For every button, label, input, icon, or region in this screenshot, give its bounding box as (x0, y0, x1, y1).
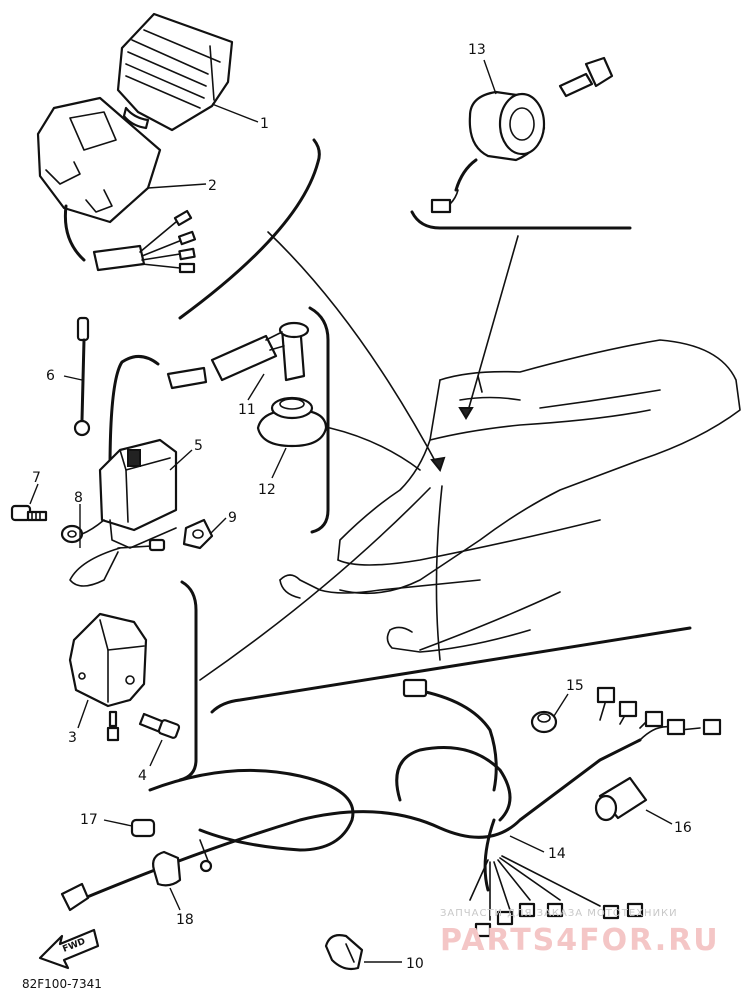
drawing-code: 82F100-7341 (22, 977, 102, 991)
callout-3: 3 (68, 730, 77, 746)
callout-1: 1 (260, 116, 269, 132)
part-8-washer (60, 519, 105, 544)
part-9-nut (182, 518, 214, 550)
part-11-plug-cap (166, 321, 310, 390)
callout-leaders (29, 59, 673, 963)
callout-6: 6 (46, 368, 55, 384)
callout-13: 13 (468, 42, 486, 58)
watermark-brand: PARTS4FOR.RU (440, 923, 720, 958)
part-16-cap (594, 776, 648, 822)
part-13-main-switch (430, 56, 614, 214)
part-17-sleeve (130, 818, 156, 838)
callout-14: 14 (548, 846, 566, 862)
callout-11: 11 (238, 402, 256, 418)
callout-16: 16 (674, 820, 692, 836)
watermark-caption: ЗАПЧАСТИ ДЛЯ ЗАКАЗА МОТОТЕХНИКИ (440, 908, 678, 919)
part-6-ground-lead (73, 316, 91, 437)
callout-18: 18 (176, 912, 194, 928)
callout-10: 10 (406, 956, 424, 972)
part-2-cdi-bracket (36, 96, 197, 274)
callout-4: 4 (138, 768, 147, 784)
callout-9: 9 (228, 510, 237, 526)
callout-8: 8 (74, 490, 83, 506)
part-4-bolt (138, 712, 181, 739)
location-arrows (199, 231, 519, 681)
part-1-cdi-unit (116, 12, 234, 132)
part-18-clamp (152, 850, 182, 887)
callout-5: 5 (194, 438, 203, 454)
part-12-grommet (256, 396, 328, 448)
part-15-grommet (530, 710, 558, 734)
group-brackets (178, 138, 692, 782)
callout-2: 2 (208, 178, 217, 194)
forward-direction-arrow: FWD (38, 928, 100, 970)
vehicle-outline (279, 339, 741, 653)
part-3-regulator (68, 612, 148, 742)
part-7-bolt (10, 504, 48, 522)
callout-7: 7 (32, 470, 41, 486)
part-5-ignition-coil (69, 355, 178, 587)
callout-15: 15 (566, 678, 584, 694)
callout-12: 12 (258, 482, 276, 498)
callout-numbers: 1 2 3 4 5 6 7 8 9 10 11 12 13 14 15 16 1… (32, 42, 692, 972)
part-10-band-clamp (324, 934, 364, 971)
callout-17: 17 (80, 812, 98, 828)
